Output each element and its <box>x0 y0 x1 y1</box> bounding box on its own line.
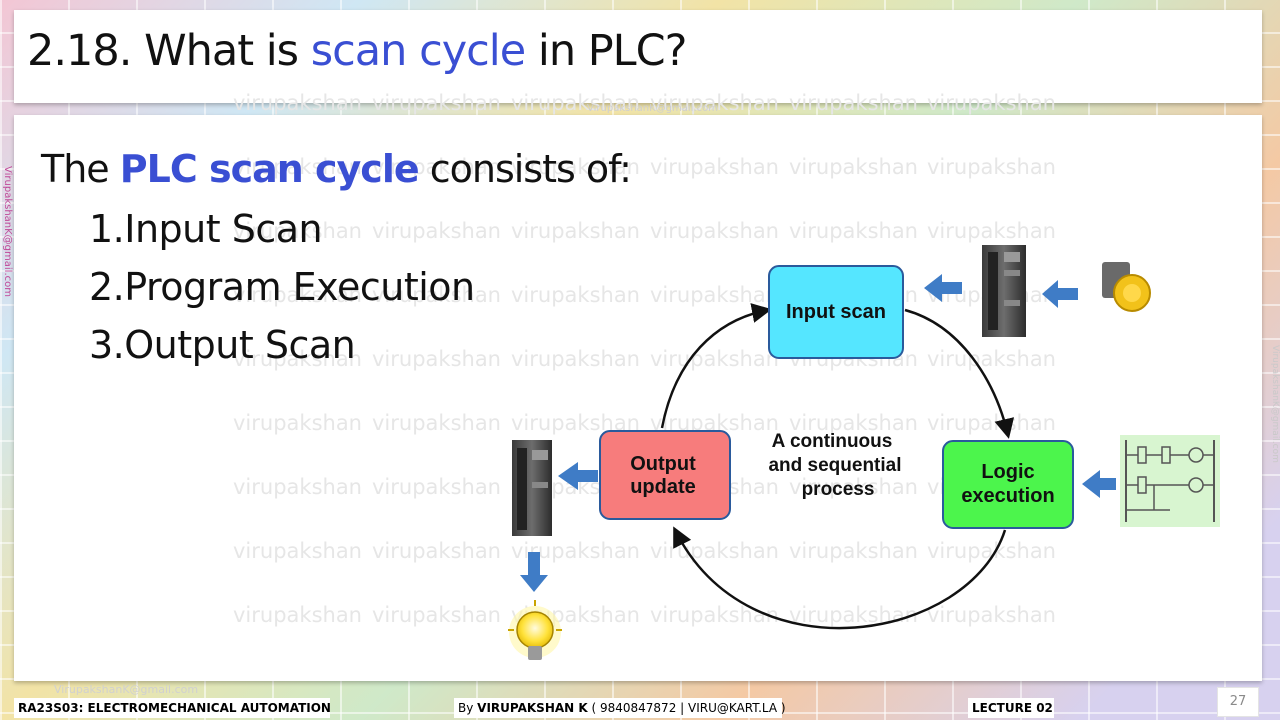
title-highlight: scan cycle <box>310 26 526 76</box>
arrow-plc-to-input <box>924 274 962 302</box>
watermark-text: virupakshan <box>233 411 362 435</box>
input-plc-module-icon <box>982 245 1026 337</box>
watermark-text: virupakshan <box>233 603 362 627</box>
arrow-plc-to-bulb <box>520 552 548 592</box>
light-bulb-icon <box>508 600 562 660</box>
arrow-ladder-to-logic <box>1082 470 1116 498</box>
center-label-2: and sequential <box>768 455 901 476</box>
intro-prefix: The <box>41 147 120 191</box>
watermark-text: virupakshan <box>372 411 501 435</box>
intro-text: The PLC scan cycle consists of: <box>41 147 632 191</box>
input-scan-label: Input scan <box>786 301 886 323</box>
center-label-3: process <box>802 479 875 500</box>
watermark-text: virupakshan <box>372 539 501 563</box>
watermark-text: virupakshan <box>789 155 918 179</box>
logic-label-1: Logic <box>981 461 1034 483</box>
footer-course: RA23S03: ELECTROMECHANICAL AUTOMATION <box>14 698 331 718</box>
page-number: 27 <box>1217 687 1259 717</box>
input-scan-box <box>768 265 904 359</box>
output-plc-module-icon <box>512 440 552 536</box>
output-label-1: Output <box>630 453 696 475</box>
title-prefix: 2.18. What is <box>27 26 311 76</box>
output-label-2: update <box>630 476 696 498</box>
arc-logic-to-output <box>673 526 1007 630</box>
scan-cycle-diagram: Input scan Logic execution Output update… <box>508 245 1220 660</box>
logic-execution-box <box>942 440 1074 529</box>
watermark-text: virupakshan <box>233 475 362 499</box>
intro-highlight: PLC scan cycle <box>119 147 420 191</box>
logic-label-2: execution <box>961 485 1054 507</box>
watermark-text: virupakshan <box>372 603 501 627</box>
center-label-1: A continuous <box>772 431 893 452</box>
title-suffix: in PLC? <box>525 26 688 76</box>
footer-lecture: LECTURE 02 <box>968 698 1054 718</box>
slide-title: 2.18. What is scan cycle in PLC? <box>27 26 688 76</box>
step-item: 1.Input Scan <box>89 207 323 251</box>
arrow-output-to-plc <box>558 462 598 490</box>
intro-suffix: consists of: <box>418 147 632 191</box>
footer-contact: ( 9840847872 | VIRU@KART.LA ) <box>587 701 786 715</box>
push-button-icon <box>1102 262 1151 312</box>
ladder-diagram-icon <box>1120 435 1220 527</box>
arc-input-to-logic <box>904 308 1015 439</box>
side-email-left: VirupakshanK@gmail.com <box>2 166 13 297</box>
steps-list: 1.Input Scan 2.Program Execution 3.Outpu… <box>89 207 475 381</box>
footer-author-name: VIRUPAKSHAN K <box>477 701 588 715</box>
footer-by-label: By <box>458 701 478 715</box>
watermark-top-email: VirupakshanK@gmail.com <box>587 103 718 114</box>
watermark-text: virupakshan <box>372 475 501 499</box>
step-item: 3.Output Scan <box>89 323 356 367</box>
arc-output-to-input <box>660 303 772 429</box>
footer-author: By VIRUPAKSHAN K ( 9840847872 | VIRU@KAR… <box>454 698 786 718</box>
watermark-text: virupakshan <box>650 155 779 179</box>
step-item: 2.Program Execution <box>89 265 475 309</box>
bottom-email: VirupakshanK@gmail.com <box>54 683 199 696</box>
side-email-right: VirupakshanK@gmail.com <box>1270 345 1280 463</box>
watermark-text: virupakshan <box>233 539 362 563</box>
title-panel: 2.18. What is scan cycle in PLC? <box>14 10 1262 103</box>
watermark-text: virupakshan <box>927 155 1056 179</box>
output-update-box <box>599 430 731 520</box>
arrow-button-to-plc <box>1042 280 1078 308</box>
